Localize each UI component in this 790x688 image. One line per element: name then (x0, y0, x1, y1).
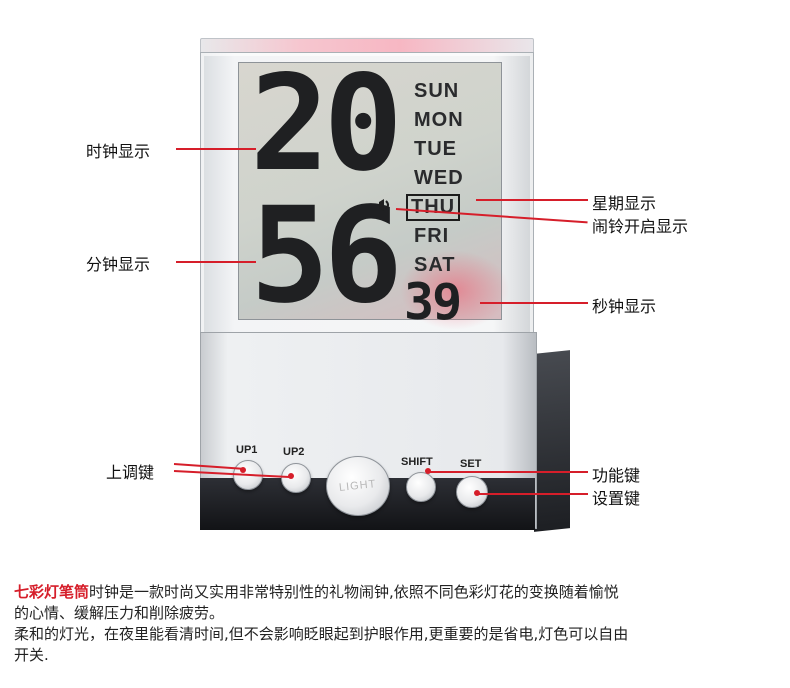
set-label: SET (460, 458, 482, 470)
caption-line-4: 开关. (14, 646, 49, 664)
product-description: 七彩灯笔筒时钟是一款时尚又实用非常特别性的礼物闹钟,依照不同色彩灯花的变换随着愉… (14, 582, 780, 666)
caption-line-2: 的心情、缓解压力和削除疲劳。 (14, 604, 225, 622)
shift-label: SHIFT (401, 456, 433, 468)
set-button[interactable] (456, 476, 488, 508)
day-mon: MON (414, 109, 464, 131)
week-display-annotation: 星期显示 (592, 194, 657, 213)
shift-button[interactable] (406, 472, 436, 502)
day-wed: WED (414, 167, 464, 189)
function-key-leader-line (428, 471, 588, 473)
alarm-on-display-annotation: 闹铃开启显示 (592, 217, 689, 236)
base-side (534, 350, 570, 532)
up2-label: UP2 (283, 446, 305, 458)
function-key-pointer-dot (425, 468, 431, 474)
up2-button[interactable] (281, 463, 311, 493)
second-display-leader-line (480, 302, 588, 304)
caption-line-1-text: 时钟是一款时尚又实用非常特别性的礼物闹钟,依照不同色彩灯花的变换随着愉悦 (89, 583, 619, 601)
up1-label: UP1 (236, 444, 258, 456)
function-key-annotation: 功能键 (592, 466, 641, 485)
caption-line-3: 柔和的灯光，在夜里能看清时间,但不会影响眨眼起到护眼作用,更重要的是省电,灯色可… (14, 625, 629, 643)
bell-icon (376, 196, 394, 218)
day-tue: TUE (414, 138, 457, 160)
day-sun: SUN (414, 80, 460, 102)
second-digits: 39 (404, 273, 462, 331)
day-sat: SAT (414, 254, 456, 276)
clock-display-annotation: 时钟显示 (86, 142, 151, 161)
brand-name: 七彩灯笔筒 (14, 583, 90, 601)
up1-pointer-dot (240, 467, 246, 473)
light-button[interactable] (326, 456, 390, 516)
clock-display-leader-line (176, 148, 256, 150)
up2-pointer-dot (288, 473, 294, 479)
up-keys-annotation: 上调键 (106, 463, 155, 482)
pink-light-glow (400, 250, 510, 330)
day-fri: FRI (414, 225, 450, 247)
day-thu-highlighted: THU (406, 194, 461, 221)
week-display-leader-line (476, 199, 588, 201)
second-display-annotation: 秒钟显示 (592, 297, 657, 316)
set-key-annotation: 设置键 (592, 489, 641, 508)
minute-digits: 56 (250, 179, 403, 333)
set-key-pointer-dot (474, 490, 480, 496)
set-key-leader-line (478, 493, 588, 495)
hour-digits: 20 (250, 47, 403, 201)
caption-line-1: 七彩灯笔筒时钟是一款时尚又实用非常特别性的礼物闹钟,依照不同色彩灯花的变换随着愉… (14, 582, 780, 603)
minute-display-leader-line (176, 261, 256, 263)
minute-display-annotation: 分钟显示 (86, 255, 151, 274)
